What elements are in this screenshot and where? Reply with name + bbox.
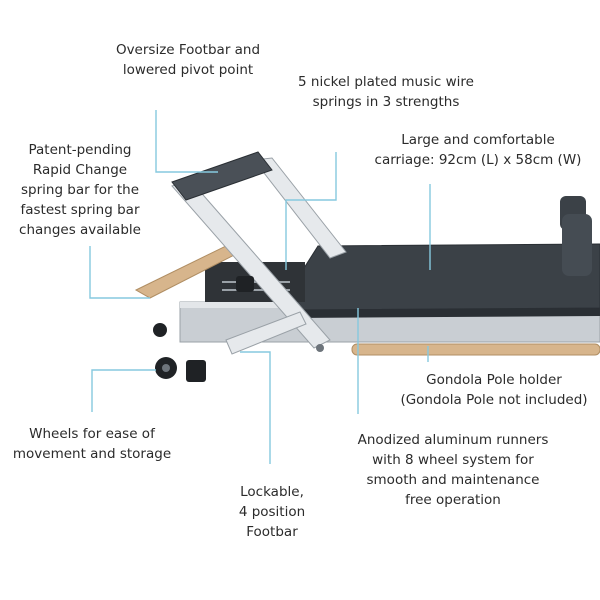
callout-line: Anodized aluminum runners [357, 432, 549, 448]
leader-wheels [91, 369, 156, 412]
callout-wheels: Wheels for ease of movement and storage [8, 424, 176, 464]
callout-line: Rapid Change [32, 162, 128, 178]
callout-line: carriage: 92cm (L) x 58cm (W) [374, 152, 582, 168]
callout-line: free operation [405, 492, 501, 508]
callout-spring-bar: Patent-pending Rapid Change spring bar f… [10, 140, 150, 240]
callout-line: lowered pivot point [122, 62, 254, 78]
callout-carriage: Large and comfortable carriage: 92cm (L)… [362, 130, 594, 170]
callout-line: Lockable, [240, 484, 304, 500]
callout-line: 5 nickel plated music wire [298, 74, 474, 90]
callout-line: Wheels for ease of [29, 426, 155, 442]
callout-line: Oversize Footbar and [115, 42, 261, 58]
callout-line: Gondola Pole holder [426, 372, 562, 388]
callout-line: with 8 wheel system for [372, 452, 534, 468]
leader-footbar-oversize [155, 110, 218, 173]
callout-lockable-footbar: Lockable, 4 position Footbar [222, 482, 322, 542]
adjust-knob [153, 323, 167, 337]
callout-line: fastest spring bar [20, 202, 140, 218]
leader-spring-bar [89, 246, 150, 299]
callout-line: 4 position [238, 504, 306, 520]
wheel-mount [186, 360, 206, 382]
footbar-post-right [253, 157, 347, 259]
callout-line: changes available [19, 222, 141, 238]
footbar-grip [171, 151, 273, 201]
leader-springs [285, 152, 337, 270]
callout-springs: 5 nickel plated music wire springs in 3 … [282, 72, 490, 112]
callout-line: spring bar for the [20, 182, 139, 198]
shoulder-rest-front [562, 214, 592, 276]
leader-footbar-lockable [240, 351, 271, 464]
wheel-hub [162, 364, 170, 372]
callout-runners: Anodized aluminum runners with 8 wheel s… [344, 430, 562, 510]
callout-line: (Gondola Pole not included) [400, 392, 588, 408]
callout-line: Patent-pending [28, 142, 132, 158]
callout-line: springs in 3 strengths [312, 94, 460, 110]
footbar-bracket [225, 311, 307, 355]
callout-line: Footbar [246, 524, 298, 540]
leader-lines [89, 110, 431, 464]
frame-knob [236, 276, 254, 292]
callout-gondola: Gondola Pole holder (Gondola Pole not in… [394, 370, 594, 410]
callout-oversize-footbar: Oversize Footbar and lowered pivot point [96, 40, 280, 80]
carriage-edge [292, 308, 600, 318]
callout-line: Large and comfortable [401, 132, 555, 148]
callout-line: smooth and maintenance [366, 472, 540, 488]
gondola-pole [351, 343, 600, 356]
callout-line: movement and storage [12, 446, 172, 462]
pivot-bolt [316, 344, 324, 352]
